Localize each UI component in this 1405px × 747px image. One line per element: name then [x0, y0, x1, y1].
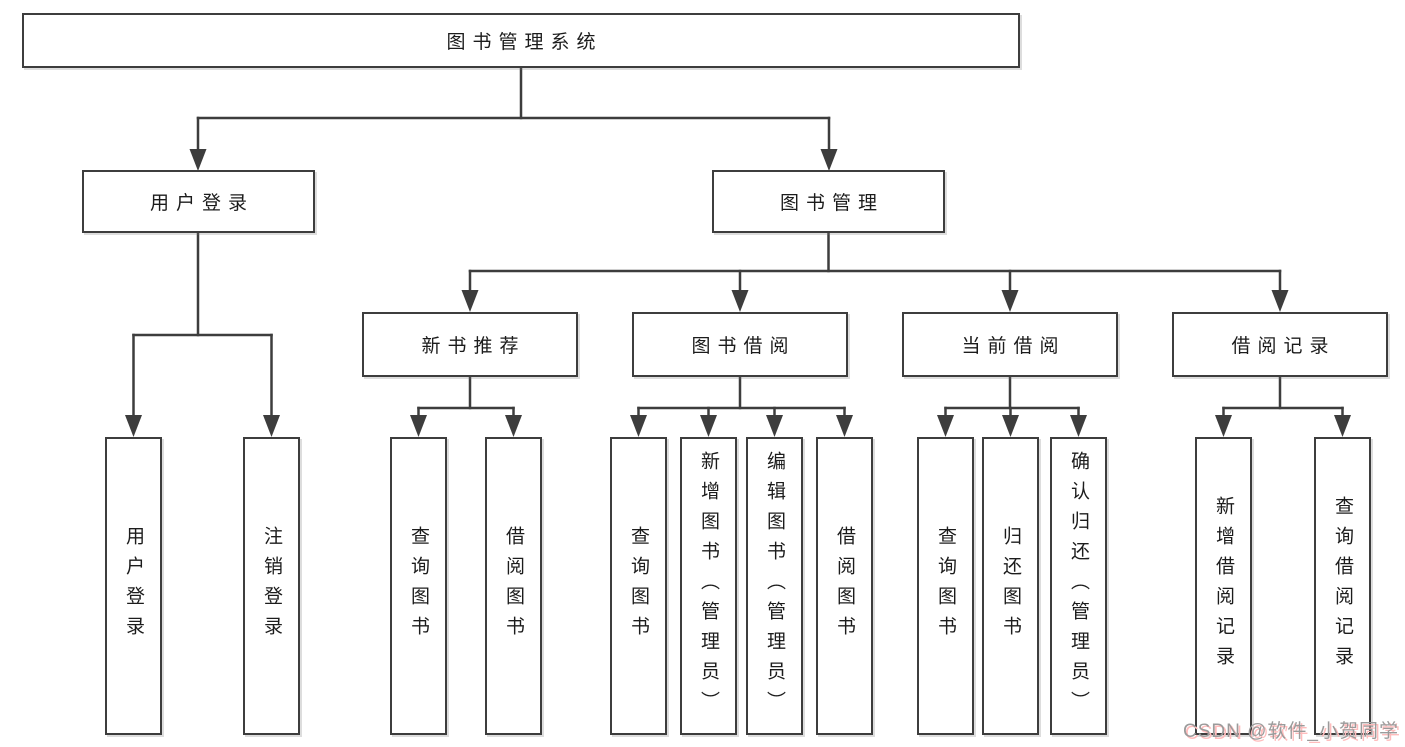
arrowhead	[1215, 415, 1232, 437]
node-label: 注销登录	[261, 526, 282, 646]
arrowhead	[820, 149, 838, 171]
node-label: 查询图书	[408, 526, 429, 646]
node-label: 新书推荐	[421, 336, 526, 357]
node-label: 确认归还（管理员）	[1068, 451, 1089, 721]
leaf-query-books-borrowing: 查询图书	[610, 437, 667, 735]
arrowhead	[1002, 415, 1019, 437]
node-label: 用户登录	[123, 526, 144, 646]
arrowhead	[1001, 290, 1019, 312]
node-new-book-recommendation: 新书推荐	[362, 312, 578, 377]
node-label: 当前借阅	[961, 336, 1066, 357]
arrowhead	[1271, 290, 1289, 312]
arrowhead	[1070, 415, 1087, 437]
leaf-confirm-return-admin: 确认归还（管理员）	[1050, 437, 1107, 735]
leaf-borrow-books: 借阅图书	[816, 437, 873, 735]
node-label: 编辑图书（管理员）	[764, 451, 785, 721]
connector-group	[125, 65, 1351, 437]
arrowhead	[461, 290, 479, 312]
node-label: 查询图书	[628, 526, 649, 646]
node-current-borrowing: 当前借阅	[902, 312, 1118, 377]
arrowhead	[263, 415, 280, 437]
node-label: 归还图书	[1000, 526, 1021, 646]
arrowhead	[189, 149, 207, 171]
arrowhead	[630, 415, 647, 437]
arrowhead	[731, 290, 749, 312]
arrowhead	[836, 415, 853, 437]
leaf-logout: 注销登录	[243, 437, 300, 735]
leaf-borrow-books-recommend: 借阅图书	[485, 437, 542, 735]
node-label: 查询图书	[935, 526, 956, 646]
node-label: 借阅图书	[503, 526, 524, 646]
node-label: 查询借阅记录	[1332, 496, 1353, 676]
leaf-add-borrow-record: 新增借阅记录	[1195, 437, 1252, 735]
leaf-edit-books-admin: 编辑图书（管理员）	[746, 437, 803, 735]
leaf-return-books: 归还图书	[982, 437, 1039, 735]
leaf-add-books-admin: 新增图书（管理员）	[680, 437, 737, 735]
node-borrowing-records: 借阅记录	[1172, 312, 1388, 377]
watermark-text: CSDN @软件_小贺同学	[1183, 721, 1399, 742]
node-book-management: 图书管理	[712, 170, 945, 233]
node-label: 借阅图书	[834, 526, 855, 646]
node-label: 新增图书（管理员）	[698, 451, 719, 721]
leaf-user-login: 用户登录	[105, 437, 162, 735]
leaf-query-books-recommend: 查询图书	[390, 437, 447, 735]
arrowhead	[700, 415, 717, 437]
arrowhead	[505, 415, 522, 437]
node-library-management-system: 图书管理系统	[22, 13, 1020, 68]
node-label: 图书管理系统	[446, 32, 603, 53]
arrowhead	[1334, 415, 1351, 437]
node-label: 图书管理	[779, 193, 884, 214]
leaf-query-books-current: 查询图书	[917, 437, 974, 735]
arrowhead	[766, 415, 783, 437]
arrowhead	[125, 415, 142, 437]
node-label: 图书借阅	[691, 336, 796, 357]
node-label: 用户登录	[149, 193, 254, 214]
arrowhead	[410, 415, 427, 437]
node-label: 新增借阅记录	[1213, 496, 1234, 676]
node-user-login: 用户登录	[82, 170, 315, 233]
arrowhead	[937, 415, 954, 437]
node-book-borrowing: 图书借阅	[632, 312, 848, 377]
leaf-query-borrow-record: 查询借阅记录	[1314, 437, 1371, 735]
node-label: 借阅记录	[1231, 336, 1336, 357]
